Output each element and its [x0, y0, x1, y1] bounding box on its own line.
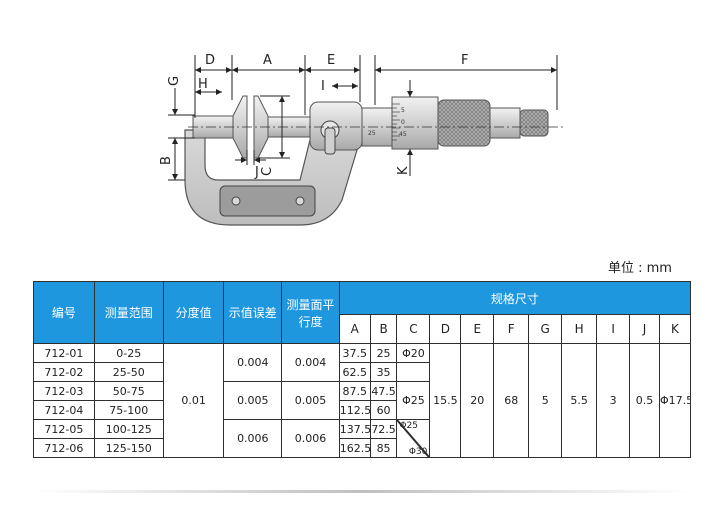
dim-label-e: E	[327, 53, 335, 68]
thimble-graduations	[392, 103, 400, 141]
table-row: 712-05 100-125 0.006 0.006 137.5 72.5 Φ2…	[33, 419, 691, 458]
cell-j: 0.5	[629, 343, 660, 458]
cell-range: 50-75	[93, 381, 164, 401]
cell-h: 5.5	[561, 343, 598, 458]
cell-a: 137.5	[338, 419, 371, 439]
cell-b: 72.5	[369, 419, 398, 439]
cell-resolution: 0.01	[162, 343, 225, 458]
dim-label-h: H	[198, 77, 208, 92]
plate-screw	[231, 196, 241, 206]
cell-e: 20	[460, 343, 495, 458]
header-col-d: D	[429, 314, 462, 344]
cell-range: 25-50	[93, 362, 164, 382]
header-col-k: K	[658, 314, 692, 344]
cell-f: 68	[493, 343, 530, 458]
ratchet-body	[489, 107, 521, 139]
ratchet-knob	[519, 109, 549, 137]
cell-d: 15.5	[429, 343, 462, 458]
header-col-e: E	[460, 314, 495, 344]
cell-a: 162.5	[338, 438, 371, 458]
cell-model: 712-01	[33, 343, 95, 363]
header-model: 编号	[33, 281, 95, 344]
thimble	[391, 96, 439, 150]
cell-flatness: 0.006	[281, 419, 340, 458]
header-col-j: J	[629, 314, 660, 344]
table-row: 712-01 0-25 0.01 0.004 0.004 37.5 25 Φ20…	[33, 343, 692, 458]
cell-i: 3	[596, 343, 631, 458]
cell-flatness: 0.005	[281, 381, 340, 420]
cell-a: 37.5	[338, 343, 371, 363]
dim-label-a: A	[263, 53, 272, 68]
cell-g: 5	[528, 343, 563, 458]
header-flatness: 测量面平行度	[281, 281, 340, 344]
cell-a: 112.5	[338, 400, 371, 420]
header-col-b: B	[369, 314, 398, 344]
dim-label-c: C	[260, 167, 275, 176]
cell-error: 0.006	[223, 419, 283, 458]
cell-model: 712-03	[33, 381, 95, 401]
cell-c: Φ20	[396, 343, 431, 363]
cell-model: 712-06	[33, 438, 95, 458]
unit-label: 单位 : mm	[608, 261, 672, 276]
dim-label-i: I	[321, 79, 325, 94]
dim-label-j: J	[254, 165, 259, 180]
cell-range: 75-100	[93, 400, 164, 420]
dim-label-g: G	[167, 76, 182, 86]
lock-lever	[324, 127, 336, 155]
header-col-c: C	[396, 314, 431, 344]
cell-c-split: Φ25 Φ30	[396, 419, 431, 458]
knurled-grip	[437, 99, 491, 147]
cell-b: 35	[369, 362, 398, 382]
header-resolution: 分度值	[162, 281, 225, 344]
dim-label-k: K	[396, 166, 411, 175]
cell-error: 0.005	[223, 381, 283, 420]
dim-label-b: B	[159, 156, 174, 165]
cell-flatness: 0.004	[281, 343, 340, 382]
cell-b: 25	[369, 343, 398, 363]
dim-label-f: F	[461, 53, 468, 68]
spec-table: 编号 测量范围 分度值 示值误差 测量面平行度 规格尺寸 A B C D E F…	[33, 281, 692, 458]
diagonal-divider	[397, 420, 429, 457]
cell-c-empty	[396, 362, 431, 382]
header-error: 示值误差	[223, 281, 283, 344]
table-row: 712-02 25-50 62.5 35	[33, 362, 691, 382]
cell-range: 0-25	[93, 343, 164, 363]
thimble-scale-label: 5	[401, 107, 405, 114]
cell-a: 62.5	[338, 362, 371, 382]
header-col-i: I	[596, 314, 631, 344]
dim-label-d: D	[205, 53, 215, 68]
thimble-scale-label: 45	[399, 131, 407, 138]
cell-range: 100-125	[93, 419, 164, 439]
cell-model: 712-02	[33, 362, 95, 382]
sleeve-scale-label: 25	[368, 130, 376, 137]
header-col-h: H	[561, 314, 598, 344]
header-spec: 规格尺寸	[338, 281, 692, 315]
header-col-g: G	[528, 314, 563, 344]
cell-c-split-bottom: Φ30	[408, 447, 428, 457]
thimble-scale-label: 0	[401, 119, 405, 126]
header-range: 测量范围	[93, 281, 164, 344]
cell-b: 85	[369, 438, 398, 458]
cell-k: Φ17.5	[658, 343, 692, 458]
plate-screw	[295, 196, 305, 206]
table-row: 712-06 125-150 162.5 85	[33, 438, 691, 458]
cell-c: Φ25	[396, 381, 431, 420]
cell-model: 712-04	[33, 400, 95, 420]
cell-b: 60	[369, 400, 398, 420]
footer-divider	[33, 490, 691, 493]
cell-a: 87.5	[338, 381, 371, 401]
cell-model: 712-05	[33, 419, 95, 439]
cell-range: 125-150	[93, 438, 164, 458]
header-col-a: A	[338, 314, 371, 344]
insulation-plate	[219, 185, 316, 217]
header-col-f: F	[493, 314, 530, 344]
micrometer-diagram: 5 0 45 25	[159, 53, 566, 226]
cell-c-split-top: Φ25	[399, 421, 418, 431]
cell-b: 47.5	[369, 381, 398, 401]
cell-error: 0.004	[223, 343, 283, 382]
